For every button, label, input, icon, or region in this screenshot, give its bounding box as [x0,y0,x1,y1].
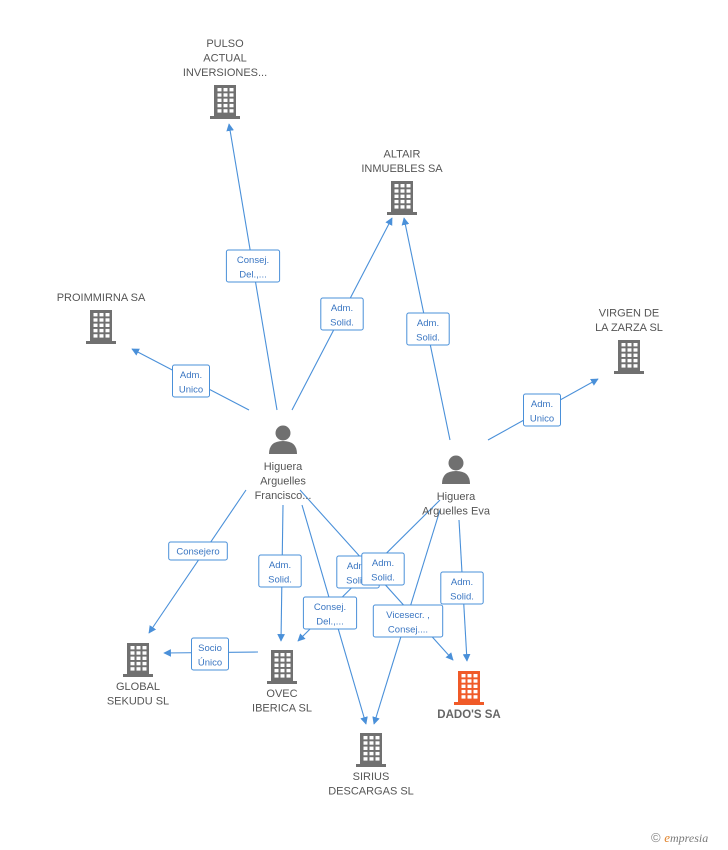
building-icon [614,340,644,374]
node-label-line: ACTUAL [203,53,246,65]
node-label-line: Arguelles Eva [422,506,491,518]
node-label-line: INMUEBLES SA [361,163,443,175]
node-label-line: Higuera [437,491,476,503]
edge-label-text: Del.,... [316,617,343,628]
edge-label-e3[interactable]: Adm. Solid. [406,312,450,346]
node-label-line: INVERSIONES... [183,67,267,79]
edge-label-text: Vicesecr. , [386,610,430,621]
building-icon [267,650,297,684]
brand-initial: e [664,830,670,845]
edge-label-box [372,604,444,638]
edge-label-e1[interactable]: Consej. Del.,... [225,249,281,283]
edge-label-text: Solid. [346,576,370,587]
edge-label-text: Solid. [330,318,354,329]
building-icon [123,643,153,677]
node-label-line: OVEC [266,688,297,700]
edge-label-box [302,596,358,630]
edge-label-text: Consejero [176,547,219,558]
node-label-line: DESCARGAS SL [328,786,414,798]
edge-label-text: Único [198,658,222,669]
node-global[interactable]: GLOBAL SEKUDU SL [107,643,169,708]
brand-name: mpresia [670,831,709,845]
edge-label-text: Solid. [416,333,440,344]
edge-label-e4[interactable]: Adm. Unico [172,364,210,398]
building-icon [86,310,116,344]
node-label-line: GLOBAL [116,681,160,693]
edge-label-e6[interactable]: Consejero [168,541,228,561]
node-label-line: Francisco... [255,490,312,502]
building-icon [454,671,484,705]
edge-label-text: Adm. [451,577,473,588]
node-label-line: SEKUDU SL [107,696,169,708]
node-francisco[interactable]: HigueraArguellesFrancisco... [255,425,312,503]
edge-label-box [361,552,405,586]
edge-label-text: Solid. [450,592,474,603]
edge-label-box [440,571,484,605]
edge-label-text: Adm. [180,370,202,381]
node-label-line: Higuera [264,461,303,473]
edge-label-text: Del.,... [239,270,266,281]
edge-label-box [523,393,561,427]
node-label-line: PULSO [206,38,244,50]
edge-label-box [320,297,364,331]
node-label-line: LA ZARZA SL [595,322,663,334]
node-dados[interactable]: DADO'S SA [437,671,501,721]
node-virgen[interactable]: VIRGEN DE LA ZARZA SL [595,308,663,375]
edge-francisco-to-global [148,489,247,634]
node-label-line: PROIMMIRNA SA [57,292,146,304]
node-proimmirna[interactable]: PROIMMIRNA SA [57,292,146,344]
edge-label-text: Adm. [269,560,291,571]
edge-label-text: Socio [198,643,222,654]
edge-label-text: Consej.... [388,625,428,636]
edge-label-text: Consej. [237,255,269,266]
edge-label-box [225,249,281,283]
copyright-symbol: © [651,830,661,845]
edge-label-text: Consej. [314,602,346,613]
edge-label-e7[interactable]: Adm. Solid. [258,554,302,588]
edge-label-text: Adm. [531,399,553,410]
node-label-line: DADO'S SA [437,709,500,721]
edge-label-box [172,364,210,398]
edge-label-box [258,554,302,588]
node-label-line: IBERICA SL [252,703,312,715]
node-label-line: Arguelles [260,476,306,488]
edge-label-text: Adm. [372,558,394,569]
edge-label-text: Unico [530,414,554,425]
node-altair[interactable]: ALTAIR INMUEBLES SA [361,149,443,216]
edge-label-text: Adm. [417,318,439,329]
node-ovec[interactable]: OVEC IBERICA SL [252,650,312,715]
building-icon [387,181,417,215]
node-sirius[interactable]: SIRIUS DESCARGAS SL [328,733,414,798]
edge-label-e11[interactable]: Vicesecr. , Consej.... [372,604,444,638]
edge-label-box [406,312,450,346]
building-icon [356,733,386,767]
edge-label-e10[interactable]: Consej. Del.,... [302,596,358,630]
node-pulso[interactable]: PULSO ACTUAL INVERSIONES... [183,38,267,119]
node-label-line: VIRGEN DE [599,308,660,320]
node-label-line: SIRIUS [353,771,390,783]
footer-brand: © empresia [651,830,708,846]
building-icon [210,85,240,119]
edge-label-text: Adm. [331,303,353,314]
edge-label-e2[interactable]: Adm. Solid. [320,297,364,331]
edge-label-e5[interactable]: Adm. Unico [523,393,561,427]
edge-label-text: Unico [179,385,203,396]
node-label-line: ALTAIR [384,149,421,161]
edge-label-text: Adm. [347,561,369,572]
edge-label-e12[interactable]: Adm. Solid. [440,571,484,605]
person-icon [442,455,470,484]
edge-label-box [168,541,228,561]
edge-label-e9[interactable]: Adm. Solid. [361,552,405,586]
person-icon [269,425,297,454]
edge-label-text: Solid. [268,575,292,586]
edge-label-text: Solid. [371,573,395,584]
edge-label-box [191,637,229,671]
